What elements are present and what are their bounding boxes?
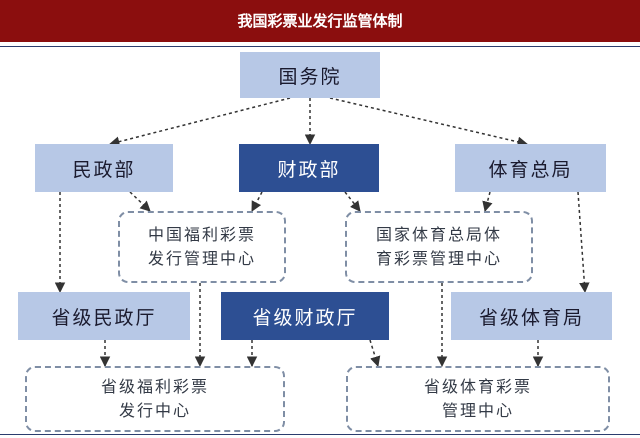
diagram-title: 我国彩票业发行监管体制 xyxy=(0,0,640,42)
prov-welfare-center-line-2: 发行中心 xyxy=(118,401,191,420)
node-prov-sports: 省级体育局 xyxy=(451,292,612,340)
arrow-state-council-to-sports-admin xyxy=(329,97,529,147)
welfare-center-line-1: 中国福利彩票 xyxy=(147,225,256,244)
node-sports-lottery-center: 国家体育总局体 育彩票管理中心 xyxy=(345,211,533,283)
prov-sports-center-line-1: 省级体育彩票 xyxy=(423,377,532,396)
node-prov-sports-center: 省级体育彩票 管理中心 xyxy=(346,366,610,432)
prov-welfare-center-line-1: 省级福利彩票 xyxy=(100,377,209,396)
arrow-sports-admin-to-prov-sports xyxy=(577,191,590,294)
arrow-finance-to-sports-center xyxy=(344,191,361,212)
bottom-rule xyxy=(0,434,640,435)
node-prov-welfare-center: 省级福利彩票 发行中心 xyxy=(25,366,285,432)
node-sports-admin: 体育总局 xyxy=(455,144,606,192)
arrow-sports-admin-to-sports-center xyxy=(482,191,493,213)
node-finance: 财政部 xyxy=(239,144,379,192)
node-welfare-lottery-center: 中国福利彩票 发行管理中心 xyxy=(118,211,286,283)
node-prov-civil-affairs: 省级民政厅 xyxy=(18,292,190,340)
title-rule-top xyxy=(0,46,640,47)
arrow-finance-to-welfare-center xyxy=(251,191,263,212)
sports-center-line-2: 育彩票管理中心 xyxy=(375,249,502,268)
node-civil-affairs: 民政部 xyxy=(35,144,173,192)
prov-sports-center-line-2: 管理中心 xyxy=(441,401,514,420)
arrow-prov-finance-to-prov-sports-center xyxy=(369,339,381,368)
welfare-center-line-2: 发行管理中心 xyxy=(147,249,256,268)
node-state-council: 国务院 xyxy=(240,52,380,98)
node-prov-finance: 省级财政厅 xyxy=(221,292,389,340)
arrow-state-council-to-civil-affairs xyxy=(108,97,291,147)
arrow-civil-affairs-to-welfare-center xyxy=(129,191,151,212)
sports-center-line-1: 国家体育总局体 xyxy=(375,225,502,244)
